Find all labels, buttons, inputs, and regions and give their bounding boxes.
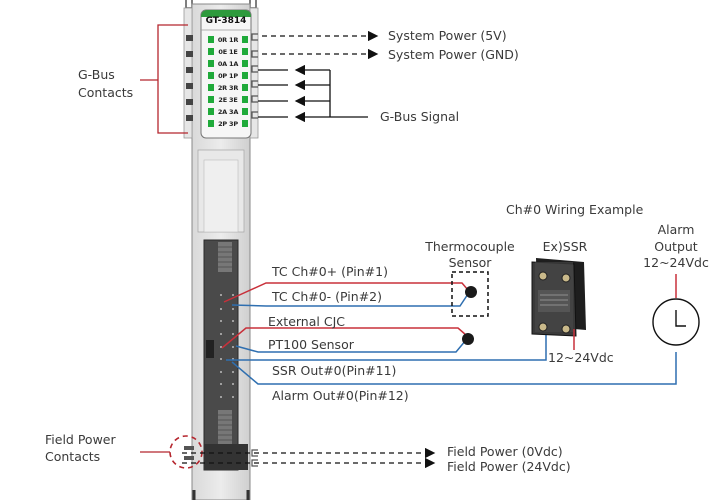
led-row: 0P 1P [208, 71, 248, 80]
led-label: 2P 3P [218, 119, 238, 128]
led-indicator [208, 84, 214, 91]
gbus-contacts-label-line2: Contacts [78, 85, 134, 100]
led-label: 2A 3A [217, 107, 239, 116]
gbus-signal-arrows [258, 64, 368, 123]
gbus-contact-pads [186, 35, 193, 121]
led-indicator [208, 72, 214, 79]
thermocouple-label-line1: Thermocouple [425, 239, 515, 254]
led-label: 0P 1P [218, 71, 238, 80]
field-power-0vdc-label: Field Power (0Vdc) [447, 444, 563, 459]
alarm-label-line2: Output [654, 239, 698, 254]
led-label: 2E 3E [218, 95, 238, 104]
wire-alarm-out [231, 352, 677, 385]
module-model-label: GT-3814 [205, 16, 247, 26]
ssr-device [531, 258, 586, 337]
led-indicator [208, 108, 214, 115]
ssr-voltage-label: 12~24Vdc [548, 350, 614, 365]
led-row: 0R 1R [208, 35, 248, 44]
led-label: 0A 1A [217, 59, 239, 68]
wire-pt100 [235, 339, 467, 353]
led-label: 0R 1R [217, 35, 239, 44]
wire-external-cjc [221, 327, 467, 349]
right-bus-notches [251, 33, 258, 119]
gbus-signal-label: G-Bus Signal [380, 109, 460, 124]
led-indicator [208, 60, 214, 67]
pt100-sensor-dot [462, 333, 474, 345]
led-indicator [241, 84, 248, 91]
led-row: 0E 1E [208, 47, 248, 56]
gbus-contacts-bracket [140, 24, 188, 134]
system-power-gnd-label: System Power (GND) [388, 47, 519, 62]
led-row: 2E 3E [208, 95, 248, 104]
led-indicator [208, 96, 214, 103]
external-cjc-label: External CJC [268, 314, 345, 329]
led-indicator [242, 60, 248, 67]
thermocouple-sensor-dot [465, 286, 477, 298]
led-row: 2R 3R [208, 83, 248, 92]
alarm-label-line1: Alarm [657, 222, 695, 237]
led-row: 0A 1A [208, 59, 248, 68]
alarm-label-line3: 12~24Vdc [643, 255, 709, 270]
wire-tc-plus [223, 282, 469, 303]
thermocouple-label-line2: Sensor [448, 255, 492, 270]
system-power-5v-label: System Power (5V) [388, 28, 507, 43]
led-label: 0E 1E [218, 47, 238, 56]
tc-minus-label: TC Ch#0- (Pin#2) [272, 289, 383, 304]
alarm-out-label: Alarm Out#0(Pin#12) [272, 388, 409, 403]
led-indicator [208, 120, 214, 127]
led-indicator [208, 36, 214, 43]
gbus-contacts-label-line1: G-Bus [78, 67, 115, 82]
ssr-out-label: SSR Out#0(Pin#11) [272, 363, 397, 378]
module-header-band [201, 10, 251, 17]
led-label: 2R 3R [217, 83, 239, 92]
io-module [183, 0, 259, 500]
tc-plus-label: TC Ch#0+ (Pin#1) [272, 264, 388, 279]
field-power-contacts-label-line2: Contacts [45, 449, 101, 464]
led-row: 2P 3P [208, 119, 248, 128]
led-indicator [241, 36, 248, 43]
thermocouple-sensor-box [451, 271, 489, 317]
led-indicator [241, 96, 248, 103]
led-indicator [208, 48, 214, 55]
led-indicator [242, 120, 248, 127]
led-row: 2A 3A [208, 107, 248, 116]
field-power-24vdc-label: Field Power (24Vdc) [447, 459, 571, 474]
field-power-contacts-label-line1: Field Power [45, 432, 116, 447]
ssr-label: Ex)SSR [542, 239, 588, 254]
led-indicator [242, 108, 248, 115]
clock-icon [675, 310, 686, 327]
led-indicator [241, 48, 248, 55]
wire-tc-minus [231, 293, 469, 307]
wire-ssr-out [226, 333, 547, 361]
wiring-example-title: Ch#0 Wiring Example [506, 202, 644, 217]
led-indicator [242, 72, 248, 79]
field-power-callout [140, 435, 203, 469]
pt100-sensor-label: PT100 Sensor [268, 337, 354, 352]
